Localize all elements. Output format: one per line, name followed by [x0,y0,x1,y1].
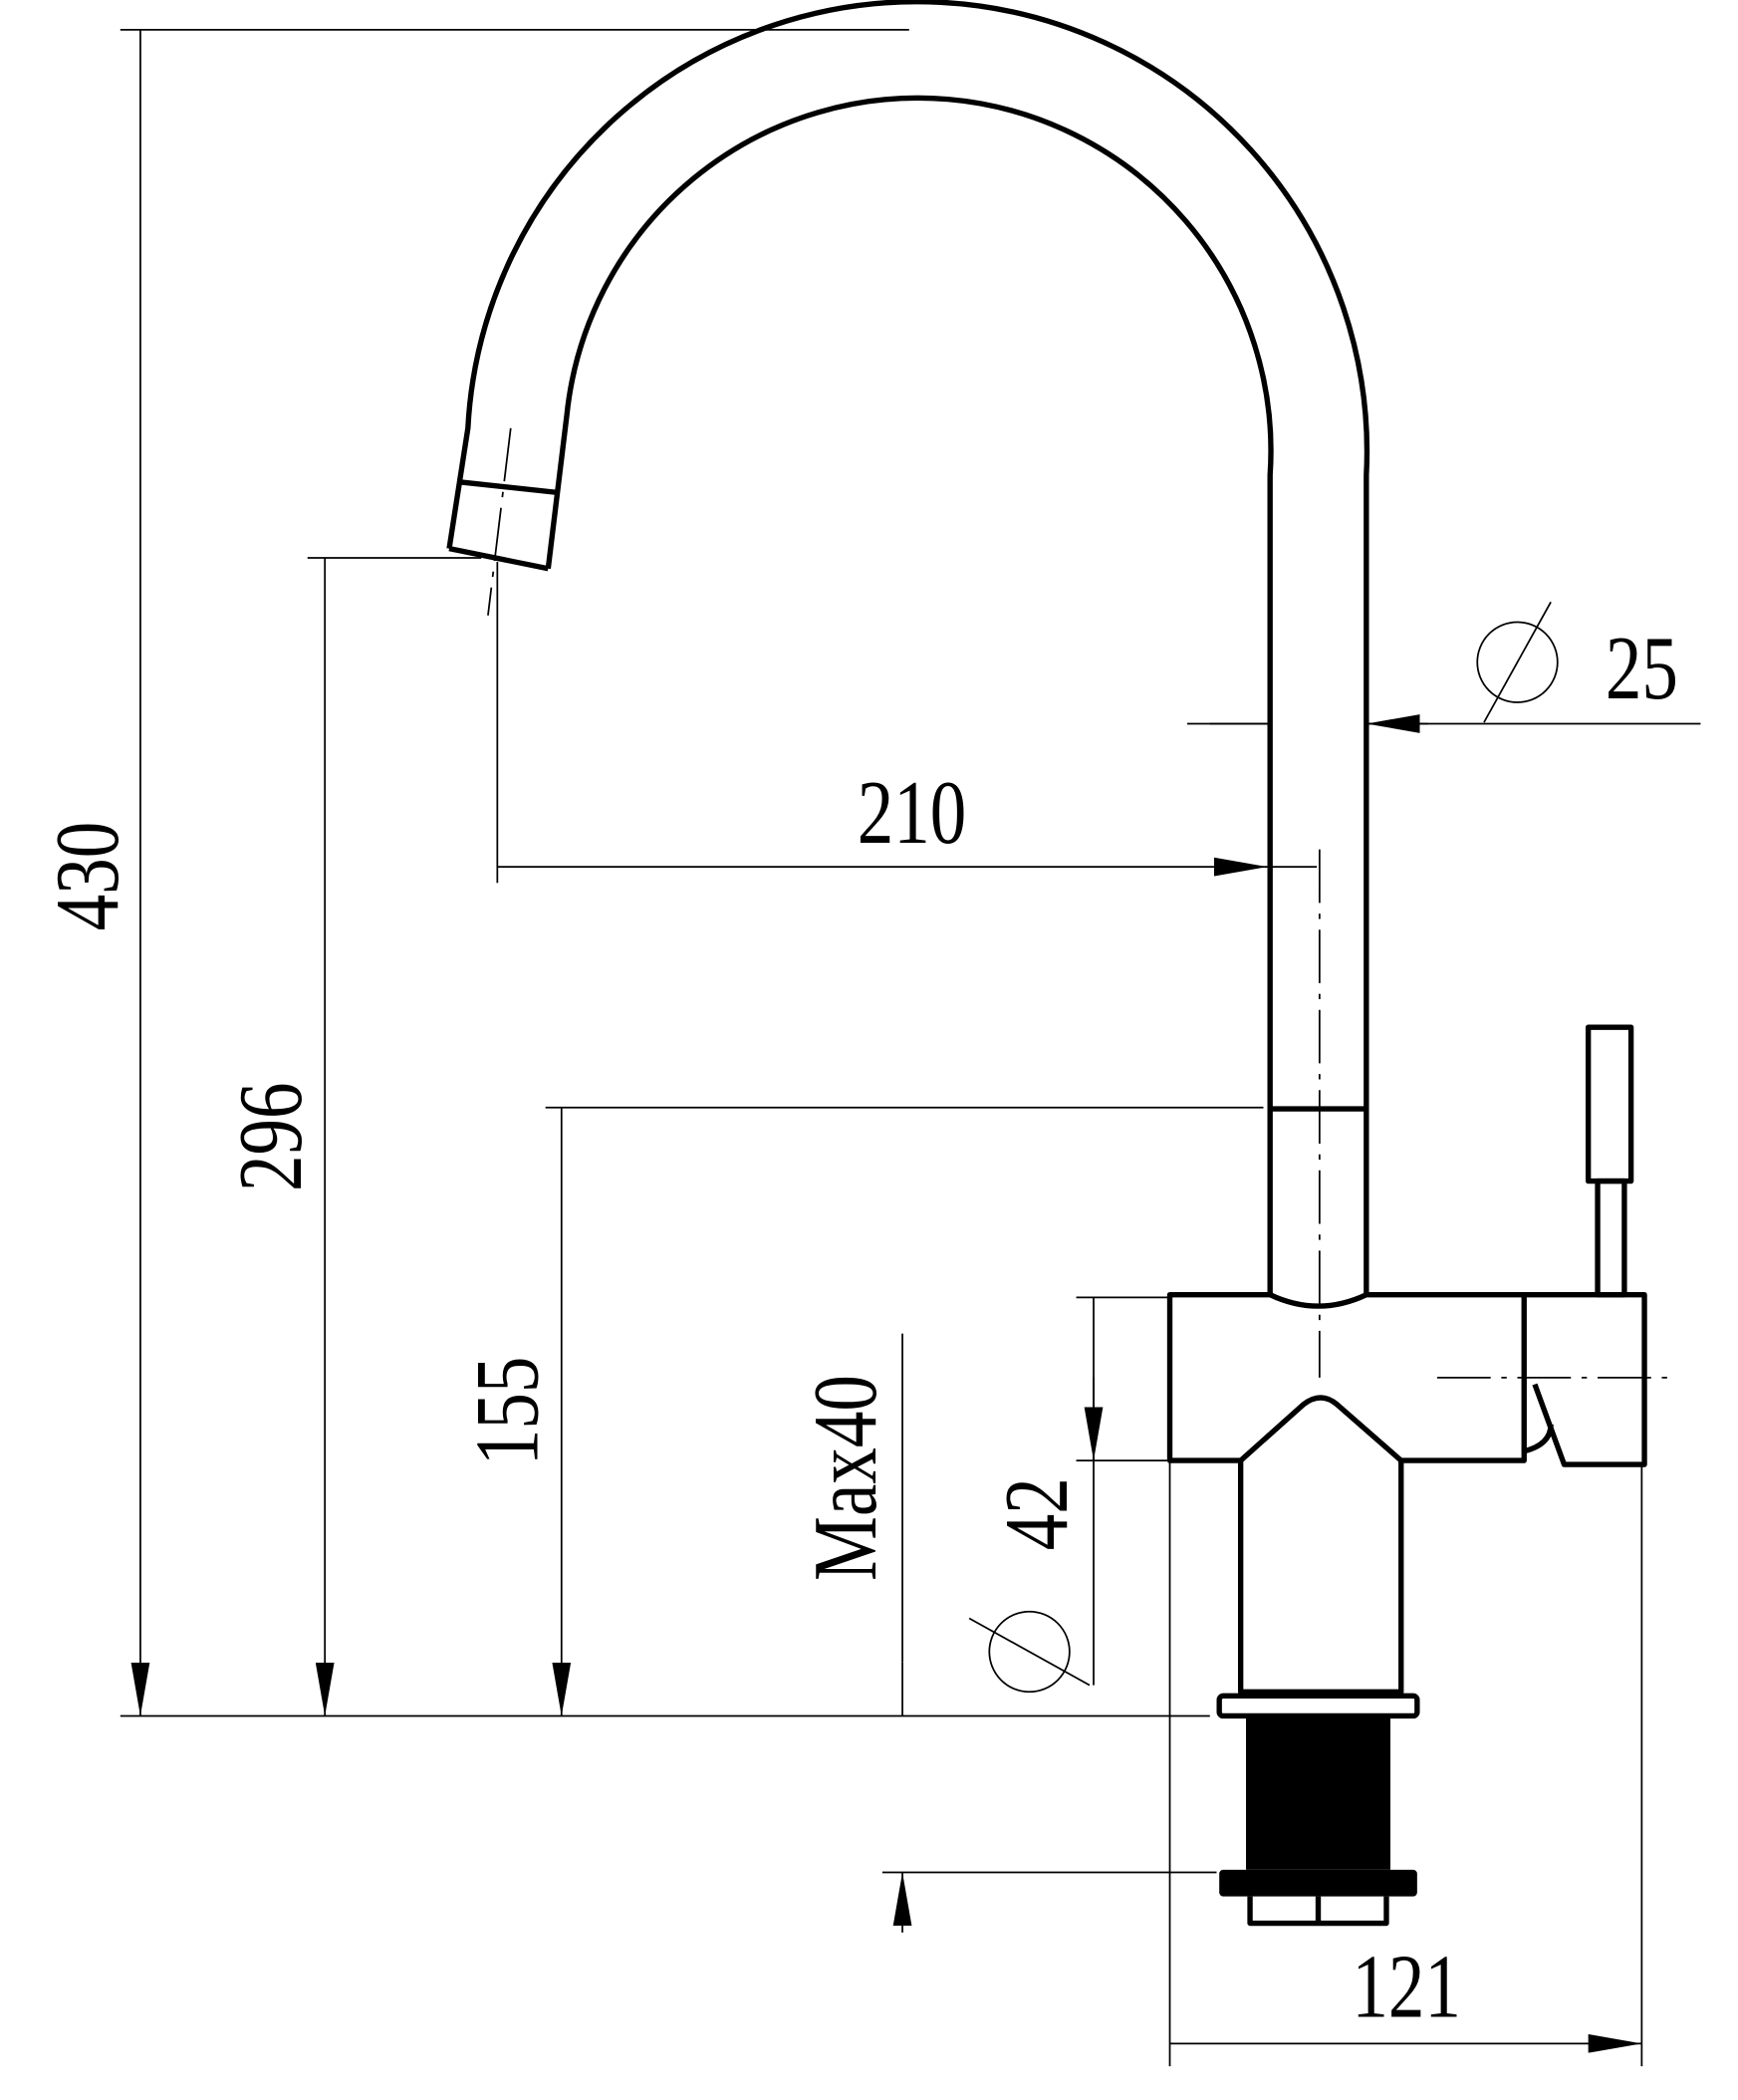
dimensions: 430 296 155 Max40 42 25 210 [36,28,1701,2066]
faucet-outline [446,0,1671,1927]
dim-155-label: 155 [456,1357,558,1466]
mounting-nut [1219,1869,1417,1897]
dim-max40-label: Max40 [794,1375,895,1581]
dim-42-label: 42 [985,1477,1087,1550]
body [1166,1291,1527,1695]
spout-tip [448,478,557,572]
body-chevron [1238,1395,1403,1463]
diameter-symbol-icon [1476,601,1559,723]
dim-430-label: 430 [36,822,137,931]
diameter-symbol-icon [968,1610,1091,1694]
spout-outer [446,0,1370,1295]
lever-grip [1585,1024,1634,1184]
handle-base [1523,1291,1647,1467]
centerline-spout [487,427,512,616]
mounting-washer [1216,1693,1420,1719]
lever-stem [1595,1178,1627,1298]
dim-210-label: 210 [858,761,967,863]
dim-25-label: 25 [1606,617,1678,718]
threaded-shank [1246,1715,1390,1870]
dim-296-label: 296 [219,1082,321,1191]
nut-base [1247,1896,1389,1927]
spout-inner [545,95,1274,1295]
dim-121-label: 121 [1352,1936,1461,2037]
